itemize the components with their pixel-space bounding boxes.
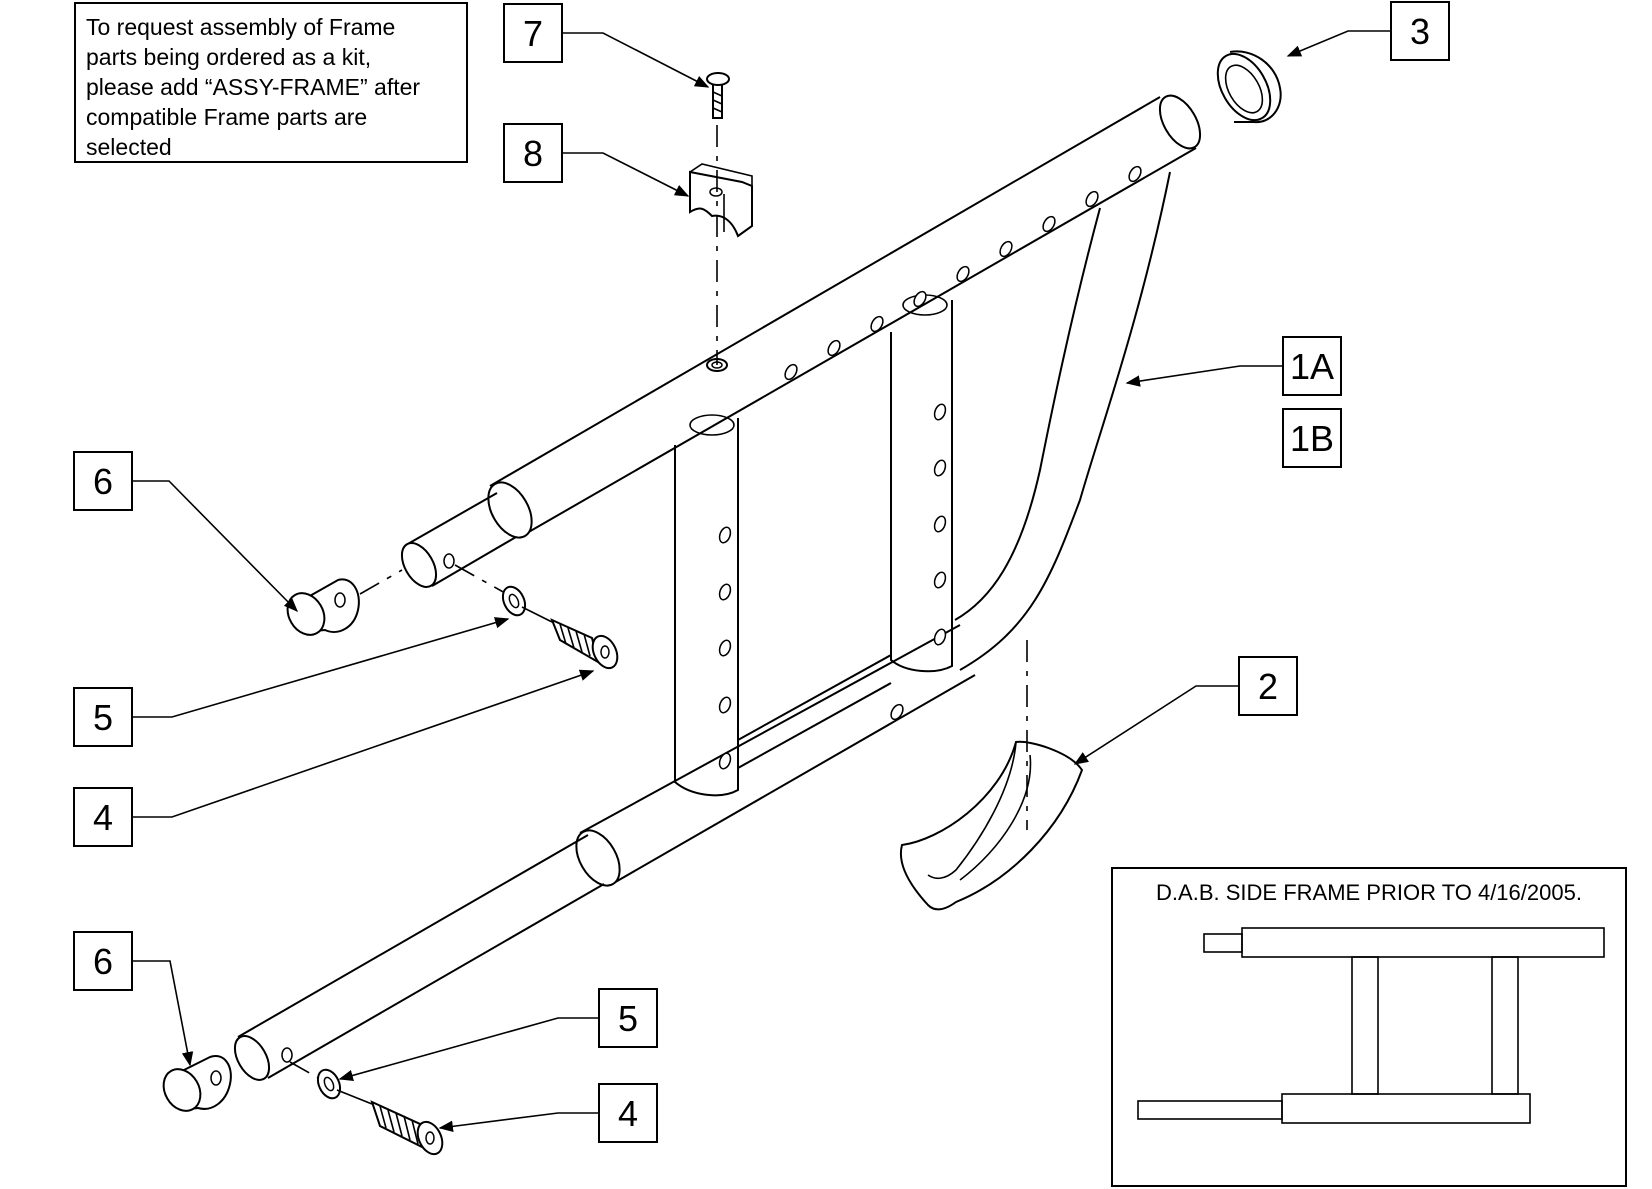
callout-6-bottom: 6 <box>73 931 133 991</box>
inset-title: D.A.B. SIDE FRAME PRIOR TO 4/16/2005. <box>1156 880 1582 905</box>
callout-label: 8 <box>523 133 543 174</box>
callout-1b: 1B <box>1282 408 1342 468</box>
guard-part <box>900 740 1084 911</box>
callout-label: 1A <box>1290 346 1334 387</box>
end-cap-part <box>1216 50 1282 124</box>
callout-label: 2 <box>1258 666 1278 707</box>
callout-label: 5 <box>618 998 638 1039</box>
note-line: compatible Frame parts are <box>86 104 368 130</box>
leader-lines <box>131 30 1390 1133</box>
adjust-holes <box>718 165 1142 770</box>
callout-label: 5 <box>93 697 113 738</box>
callout-4-bottom: 4 <box>598 1083 658 1143</box>
callout-4-mid: 4 <box>73 787 133 847</box>
callout-8: 8 <box>503 123 563 183</box>
bolt-part <box>370 1100 444 1156</box>
callout-5-bottom: 5 <box>598 988 658 1048</box>
note-line: selected <box>86 134 172 160</box>
callout-5-mid: 5 <box>73 687 133 747</box>
callout-6-top: 6 <box>73 451 133 511</box>
assembly-note: To request assembly of Frame parts being… <box>74 2 468 163</box>
callout-label: 7 <box>523 13 543 54</box>
clamp-part <box>689 163 753 238</box>
callout-label: 4 <box>93 797 113 838</box>
callout-label: 1B <box>1290 418 1334 459</box>
legacy-frame-inset: D.A.B. SIDE FRAME PRIOR TO 4/16/2005. <box>1111 867 1627 1187</box>
callout-2: 2 <box>1238 656 1298 716</box>
callout-7: 7 <box>503 3 563 63</box>
callout-label: 3 <box>1410 11 1430 52</box>
callout-label: 4 <box>618 1093 638 1134</box>
note-line: To request assembly of Frame <box>86 14 396 40</box>
note-line: parts being ordered as a kit, <box>86 44 372 70</box>
callout-3: 3 <box>1390 1 1450 61</box>
note-line: please add “ASSY-FRAME” after <box>86 74 421 100</box>
screw-part <box>706 72 730 119</box>
bolt-part <box>550 618 619 670</box>
side-frame <box>233 94 1202 1081</box>
callout-label: 6 <box>93 461 113 502</box>
end-plug-part <box>162 1054 232 1112</box>
callout-label: 6 <box>93 941 113 982</box>
callout-1a: 1A <box>1282 336 1342 396</box>
end-plug-part <box>286 578 360 636</box>
